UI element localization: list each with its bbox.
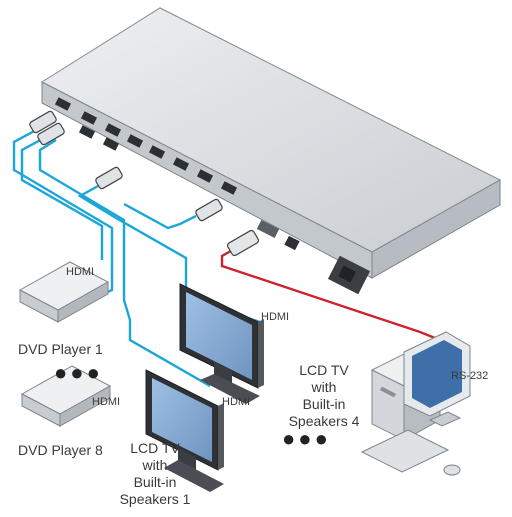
hdmi-label-dvd8: HDMI xyxy=(92,396,121,408)
lcd-tv-4-label: LCD TV with Built-in Speakers 4 xyxy=(284,362,364,430)
db9-plug-icon xyxy=(227,229,259,257)
dvd-player-1-label: DVD Player 1 xyxy=(18,341,103,357)
hdmi-plug-icon xyxy=(29,110,223,222)
lcd-tv-icon xyxy=(179,283,264,404)
dvd-player-icon xyxy=(18,261,110,323)
hdmi-label-tv4: HDMI xyxy=(261,311,290,323)
lcd-tv-1-line: LCD TV xyxy=(130,440,180,456)
ellipsis-dvd-icon: ●●● xyxy=(54,360,103,385)
dvd-player-8-label: DVD Player 8 xyxy=(18,442,103,458)
lcd-tv-4-line: LCD TV xyxy=(299,362,349,378)
matrix-switcher-icon xyxy=(40,7,502,295)
lcd-tv-1-line: Built-in xyxy=(133,474,177,490)
mouse-icon xyxy=(443,464,461,476)
lcd-tv-1-line: Speakers 1 xyxy=(119,491,191,507)
lcd-tv-4-line: Speakers 4 xyxy=(288,413,360,429)
lcd-tv-icon xyxy=(145,369,224,492)
lcd-tv-1-line: with xyxy=(142,457,168,473)
ellipsis-tv-icon: ●●● xyxy=(282,426,331,451)
lcd-tv-1-label: LCD TV with Built-in Speakers 1 xyxy=(110,440,200,508)
lcd-tv-4-line: with xyxy=(311,379,337,395)
rs232-label: RS-232 xyxy=(451,370,489,382)
hdmi-label-tv1: HDMI xyxy=(222,396,251,408)
keyboard-icon xyxy=(360,429,450,473)
dvd-player-icon xyxy=(20,365,112,427)
lcd-tv-4-line: Built-in xyxy=(302,396,346,412)
monitor-icon xyxy=(403,331,471,427)
hdmi-label-dvd1: HDMI xyxy=(66,266,95,278)
